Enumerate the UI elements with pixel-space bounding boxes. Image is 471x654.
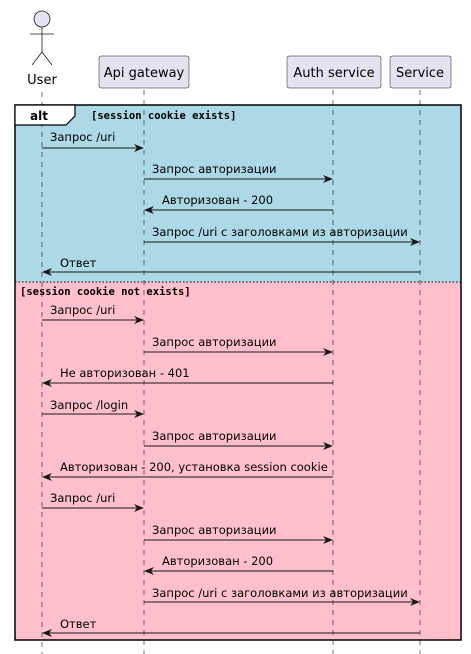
participant-label-api-gateway: Api gateway (104, 66, 185, 81)
message-4: Запрос /uri с заголовками из авторизации (144, 225, 420, 246)
message-5: Ответ (42, 256, 420, 276)
participant-label-auth-service: Auth service (293, 66, 374, 81)
alt-frame (14, 104, 462, 641)
alt-tab (14, 104, 76, 126)
alt-guard-2: [session cookie not exists] (20, 286, 191, 298)
alt-branch-2-background (15, 282, 461, 640)
message-label: Запрос /login (50, 398, 128, 412)
message-6: Запрос /uri (42, 303, 144, 324)
alt-keyword: alt (30, 109, 48, 123)
message-label: Авторизован - 200 (162, 554, 273, 568)
message-13: Запрос авторизации (144, 523, 333, 544)
participant-label-service: Service (396, 66, 444, 81)
participant-label-user: User (27, 73, 57, 88)
alt-branch-1-background (15, 105, 461, 282)
participant-service[interactable]: Service (389, 55, 452, 89)
alt-guard-1: [session cookie exists] (91, 110, 236, 122)
message-label: Не авторизован - 401 (60, 366, 190, 380)
message-label: Запрос /uri (50, 303, 115, 317)
message-11: Авторизован - 200, установка session coo… (42, 460, 333, 481)
message-14: Авторизован - 200 (144, 554, 333, 575)
participant-auth-service[interactable]: Auth service (286, 55, 382, 89)
actor-icon (30, 10, 54, 66)
message-label: Запрос /uri с заголовками из авторизации (152, 586, 408, 600)
message-3: Авторизован - 200 (144, 193, 333, 214)
message-label: Запрос /uri (50, 491, 115, 505)
message-15: Запрос /uri с заголовками из авторизации (144, 586, 420, 606)
message-12: Запрос /uri (42, 491, 144, 512)
message-label: Запрос /uri (50, 130, 115, 144)
message-label: Запрос авторизации (152, 429, 277, 443)
message-label: Ответ (60, 256, 97, 270)
message-label: Авторизован - 200 (162, 193, 273, 207)
participant-api-gateway[interactable]: Api gateway (98, 55, 190, 89)
message-label: Запрос авторизации (152, 335, 277, 349)
message-label: Запрос /uri с заголовками из авторизации (152, 225, 408, 239)
message-1: Запрос /uri (42, 130, 144, 152)
message-8: Не авторизован - 401 (42, 366, 333, 387)
message-label: Запрос авторизации (152, 162, 277, 176)
message-2: Запрос авторизации (144, 162, 333, 183)
message-label: Запрос авторизации (152, 523, 277, 537)
participant-user[interactable]: User (27, 10, 57, 88)
message-label: Ответ (60, 617, 97, 631)
message-10: Запрос авторизации (144, 429, 333, 450)
message-9: Запрос /login (42, 398, 144, 418)
message-7: Запрос авторизации (144, 335, 333, 356)
message-16: Ответ (42, 617, 420, 637)
message-label: Авторизован - 200, установка session coo… (60, 460, 328, 474)
